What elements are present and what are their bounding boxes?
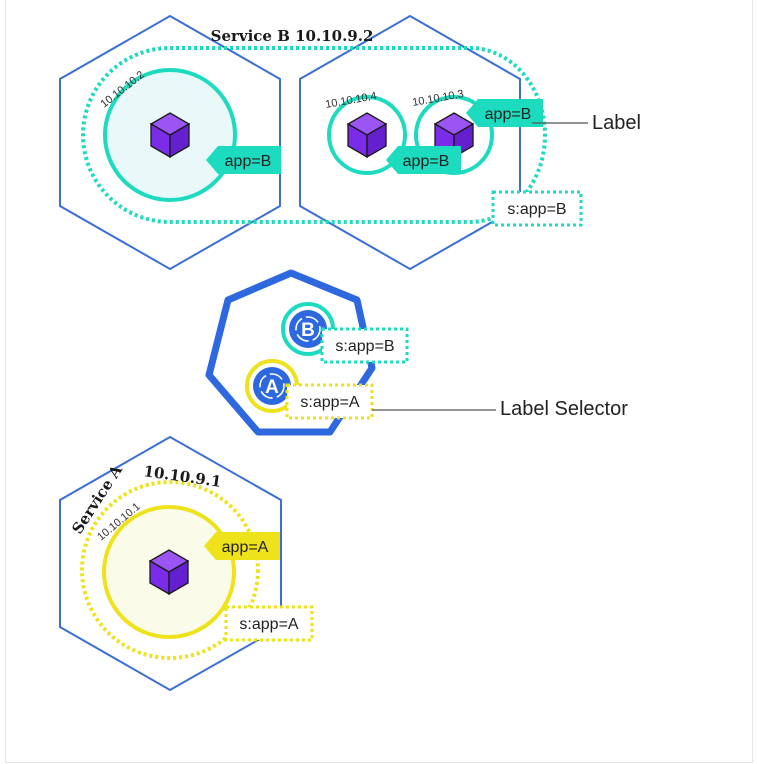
selector-box-center-a-text: s:app=A <box>300 394 359 411</box>
selector-box-b <box>491 190 583 227</box>
service-b-icon <box>289 310 327 348</box>
selector-box-a <box>224 605 314 642</box>
label-tag-b3 <box>466 99 543 127</box>
diagram-frame <box>5 0 753 763</box>
label-selector-callout-text: Label Selector <box>500 398 628 420</box>
service-a-icon-arrow <box>259 373 285 399</box>
label-tag-a-text: app=A <box>222 539 269 556</box>
label-callout-text: Label <box>592 112 641 134</box>
selector-box-center-b <box>320 327 409 364</box>
selector-box-b-text: s:app=B <box>507 201 566 218</box>
service-a-title-ip: 10.10.9.1 <box>142 462 222 491</box>
service-a-icon-letter: A <box>265 377 279 398</box>
center-heptagon <box>205 269 376 436</box>
label-tag-b1-text: app=B <box>225 153 272 170</box>
label-tag-a <box>204 532 280 560</box>
service-b-boundary <box>81 46 547 224</box>
label-tag-b3-text: app=B <box>485 106 532 123</box>
node-hexagon-bottom <box>59 435 282 692</box>
label-tag-b1 <box>206 146 281 174</box>
selector-box-center-b-text: s:app=B <box>335 338 394 355</box>
label-tag-b2 <box>386 146 461 174</box>
service-a-boundary <box>80 480 260 660</box>
service-b-icon-arrow <box>295 316 321 342</box>
selector-box-a-text: s:app=A <box>239 616 298 633</box>
label-tag-b2-text: app=B <box>403 153 450 170</box>
service-b-title: Service B 10.10.9.2 <box>211 27 374 45</box>
service-a-icon <box>253 367 291 405</box>
selector-box-center-a <box>285 383 374 420</box>
node-hexagon-left <box>59 14 281 271</box>
node-hexagon-right <box>299 14 521 271</box>
service-b-icon-letter: B <box>301 320 315 341</box>
